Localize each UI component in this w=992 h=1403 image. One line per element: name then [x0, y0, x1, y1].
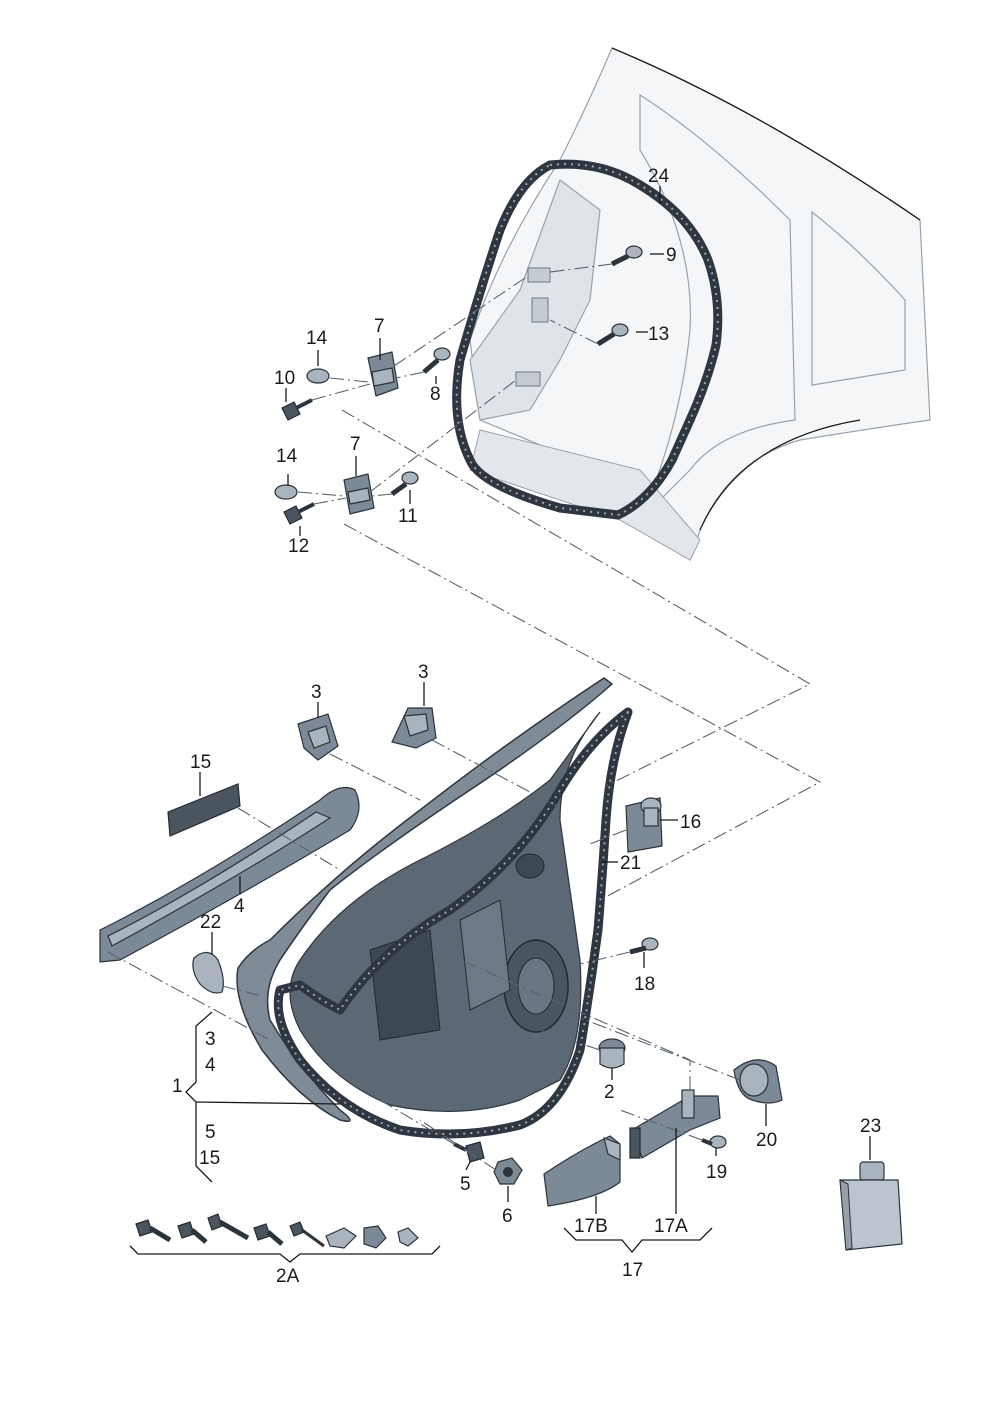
callout-1: 1	[172, 1076, 183, 1097]
callout-labels: 24 9 13 7 14 8 10 7 14 11 12 3 3 15 16 2…	[172, 166, 881, 1287]
callout-14-upper: 14	[306, 328, 328, 349]
fastener-set-bolt-3	[207, 1213, 250, 1241]
fastener-set-bolt-2	[177, 1221, 208, 1244]
grommet	[625, 797, 663, 853]
hinge-pin-sleeve-upper	[306, 368, 330, 384]
callout-3-left: 3	[311, 682, 322, 703]
bracket-2A	[129, 1245, 441, 1263]
callout-3-bracket: 3	[205, 1029, 216, 1050]
fastener-set-nut-2	[397, 1227, 419, 1247]
cover-cap	[192, 951, 224, 994]
callout-15-bracket: 15	[199, 1148, 220, 1169]
fastener-set-bolt-1	[135, 1219, 172, 1243]
clip-3-left	[297, 713, 339, 761]
plug	[598, 1038, 626, 1069]
fastener-set	[135, 1213, 419, 1249]
upper-opening	[515, 853, 545, 879]
callout-9: 9	[666, 245, 677, 266]
callout-5: 5	[460, 1174, 471, 1195]
fluid-bottle	[839, 1161, 903, 1251]
fastener-set-clip	[325, 1227, 357, 1249]
bracket-17	[563, 1227, 713, 1254]
callout-14-lower: 14	[276, 446, 298, 467]
bolt-13	[596, 323, 629, 347]
callout-17B: 17B	[574, 1216, 608, 1237]
bolt-12	[283, 502, 315, 525]
callout-23: 23	[860, 1116, 881, 1137]
hinge-pin-sleeve-lower	[274, 484, 298, 500]
lock-cylinder-cap	[733, 1059, 783, 1104]
bracket-1	[185, 1011, 213, 1183]
callout-18: 18	[634, 974, 655, 995]
callout-12: 12	[288, 536, 309, 557]
hinge-upper	[367, 351, 399, 397]
callout-6: 6	[502, 1206, 513, 1227]
assembly-lines	[107, 263, 822, 1171]
striker-mount	[531, 297, 549, 323]
adhesive-strip	[167, 783, 241, 837]
bolt-9	[610, 245, 643, 267]
bolt-19	[701, 1135, 727, 1149]
callout-19: 19	[706, 1162, 727, 1183]
callout-24: 24	[648, 166, 670, 187]
callout-5-bracket: 5	[205, 1122, 216, 1143]
fastener-set-nut-1	[363, 1225, 387, 1249]
door-opening-seal	[452, 159, 723, 520]
callout-17: 17	[622, 1260, 643, 1281]
clip-3-right	[391, 707, 437, 749]
b-pillar	[469, 179, 701, 561]
callout-20: 20	[756, 1130, 777, 1151]
callout-17A: 17A	[654, 1216, 688, 1237]
leader-lines	[195, 186, 871, 1214]
fastener-set-pin	[289, 1221, 325, 1248]
callout-8: 8	[430, 384, 441, 405]
callout-7-lower: 7	[350, 434, 361, 455]
callout-22: 22	[200, 912, 221, 933]
callout-4-top: 4	[234, 896, 245, 917]
inner-panel-cutout	[369, 929, 441, 1041]
door-seal	[273, 707, 633, 1139]
fastener-set-bolt-4	[253, 1223, 284, 1246]
callout-2: 2	[604, 1082, 615, 1103]
bolt-10	[281, 398, 313, 421]
bolt-18	[629, 937, 659, 955]
callout-21: 21	[620, 853, 641, 874]
callout-4-bracket: 4	[205, 1055, 216, 1076]
callout-2A: 2A	[276, 1266, 300, 1287]
bolt-11	[390, 471, 419, 497]
callout-10: 10	[274, 368, 295, 389]
window-frame-trim	[99, 787, 360, 963]
callout-3-right: 3	[418, 662, 429, 683]
hinge-mount-lower	[515, 371, 541, 387]
handle-bracket	[629, 1089, 721, 1159]
bolt-5	[453, 1141, 485, 1163]
callout-15-top: 15	[190, 752, 211, 773]
callout-7-upper: 7	[374, 316, 385, 337]
hinge-lower	[343, 473, 375, 515]
hinge-mount-upper	[527, 267, 551, 283]
bolt-8	[422, 347, 451, 374]
nut-6	[493, 1157, 523, 1185]
car-body-side-panel	[469, 47, 931, 562]
door-handle	[543, 1135, 621, 1207]
callout-13: 13	[648, 324, 669, 345]
callout-11: 11	[398, 506, 418, 527]
callout-16: 16	[680, 812, 701, 833]
